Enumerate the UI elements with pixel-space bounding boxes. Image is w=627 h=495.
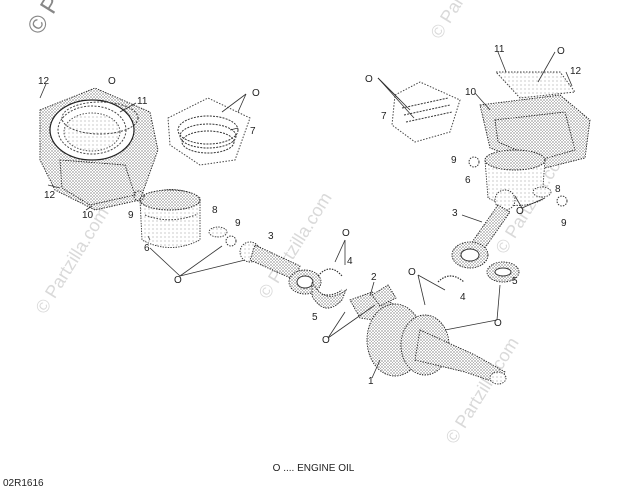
left-connecting-rod [239, 241, 322, 295]
watermark-left-mid: © Partzilla.com [31, 204, 112, 317]
right-connecting-rod [451, 189, 516, 269]
callout-6-right: 6 [465, 175, 471, 186]
oil-symbol: O [252, 88, 260, 99]
callout-12-left-bottom: 12 [44, 190, 56, 201]
callout-11-right: 11 [494, 44, 505, 55]
callout-9-left-piston: 9 [128, 210, 134, 221]
right-rod-cap [486, 261, 520, 283]
right-circlip [468, 156, 568, 207]
engine-oil-symbols: O O O O O O O O O O [108, 46, 565, 346]
callout-3-right: 3 [452, 208, 458, 219]
callout-7-left: 7 [250, 126, 256, 137]
leader-lines [39, 51, 573, 379]
right-piston-pin [532, 186, 552, 198]
left-piston-pin [208, 226, 228, 238]
callout-2: 2 [371, 272, 377, 283]
callout-4-right: 4 [460, 292, 466, 303]
right-piston-rings [391, 81, 461, 143]
oil-symbol: O [516, 206, 524, 217]
callout-labels: 12 11 12 10 9 7 6 8 9 3 4 5 2 1 11 12 10… [38, 44, 582, 387]
callout-9-right-pin: 9 [561, 218, 567, 229]
callout-9-right-piston: 9 [451, 155, 457, 166]
crankshaft [349, 284, 507, 385]
oil-symbol: O [494, 318, 502, 329]
callout-5-right: 5 [512, 276, 518, 287]
oil-symbol: O [557, 46, 565, 57]
oil-symbol: O [342, 228, 350, 239]
diagram-code: 02R1616 [3, 478, 44, 489]
right-cylinder [479, 94, 591, 169]
right-cylinder-gasket [494, 71, 576, 99]
oil-symbol: O [365, 74, 373, 85]
callout-10-right: 10 [465, 87, 477, 98]
oil-symbol: O [108, 76, 116, 87]
callout-10-left: 10 [82, 210, 94, 221]
callout-8-right: 8 [555, 184, 561, 195]
callout-1: 1 [368, 376, 374, 387]
callout-9-left-pin: 9 [235, 218, 241, 229]
callout-5-left: 5 [312, 312, 318, 323]
legend-engine-oil: O .... ENGINE OIL [272, 463, 355, 474]
oil-symbol: O [408, 267, 416, 278]
callout-4-left: 4 [347, 256, 353, 267]
right-rod-bearing [437, 275, 465, 283]
left-circlip [133, 190, 237, 247]
right-piston [484, 149, 546, 206]
callout-6-left: 6 [144, 243, 150, 254]
callout-8-left: 8 [212, 205, 218, 216]
oil-symbol: O [322, 335, 330, 346]
callout-7-right: 7 [381, 111, 387, 122]
watermark-top-left: © Par [22, 0, 78, 39]
left-piston-rings [167, 97, 251, 166]
left-piston [139, 189, 201, 248]
left-rod-cap [311, 281, 348, 309]
left-cylinder-gasket [61, 101, 139, 135]
callout-11-left: 11 [137, 96, 148, 107]
left-rod-bearing [313, 268, 343, 296]
oil-symbol: O [174, 275, 182, 286]
callout-3-left: 3 [268, 231, 274, 242]
watermark-top-right: © Partzilla.com [426, 0, 507, 42]
callout-12-left-top: 12 [38, 76, 50, 87]
callout-12-right: 12 [570, 66, 582, 77]
